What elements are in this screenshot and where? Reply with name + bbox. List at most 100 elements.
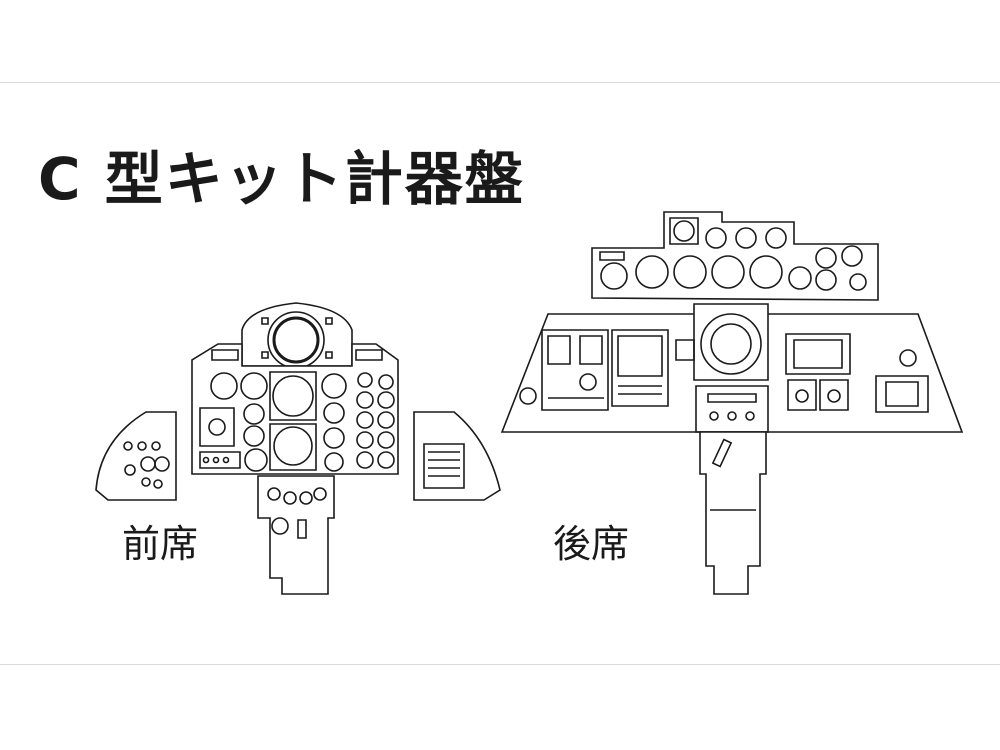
front-gauge-r4 bbox=[378, 392, 394, 408]
rear-lower-knob-3 bbox=[746, 412, 754, 420]
rear-top-gauge-2 bbox=[706, 228, 726, 248]
rear-left-display bbox=[548, 336, 570, 364]
rear-mid-gauge-6 bbox=[789, 267, 811, 289]
front-main-panel bbox=[192, 344, 398, 474]
rear-scope-housing bbox=[694, 304, 768, 380]
rear-lower-knob-1 bbox=[710, 412, 718, 420]
rear-center-left-module bbox=[612, 330, 668, 406]
rear-mid-gauge-2 bbox=[636, 256, 668, 288]
rear-top-strip bbox=[592, 212, 878, 300]
rear-far-right-inner bbox=[886, 382, 918, 406]
front-left-knob-3 bbox=[152, 442, 160, 450]
rear-mid-gauge-7 bbox=[816, 248, 836, 268]
rear-left-knob bbox=[520, 388, 536, 404]
rear-seat-label: 後席 bbox=[553, 522, 630, 566]
front-left-knob-6 bbox=[154, 480, 162, 488]
front-hsi-gauge bbox=[274, 427, 312, 465]
front-pedestal-knob-5 bbox=[272, 518, 288, 534]
rear-pedestal-lever bbox=[713, 440, 731, 467]
rear-top-gauge-3 bbox=[736, 228, 756, 248]
rear-mid-gauge-9 bbox=[842, 246, 862, 266]
rear-right-lower-module-2 bbox=[820, 380, 848, 410]
front-hud-screw-left bbox=[262, 318, 268, 324]
front-hud-screw-bl bbox=[262, 352, 268, 358]
front-gauge-c2 bbox=[324, 403, 344, 423]
rear-top-gauge-1 bbox=[674, 221, 694, 241]
rear-left-display-2 bbox=[580, 336, 602, 364]
rear-right-module bbox=[786, 334, 850, 374]
front-adi-frame bbox=[270, 372, 316, 420]
front-gauge-r2 bbox=[379, 375, 393, 389]
rear-scope-inner bbox=[711, 324, 751, 364]
front-gauge-l4 bbox=[244, 426, 264, 446]
front-small-knob-2 bbox=[214, 458, 219, 463]
front-pedestal-knob-2 bbox=[284, 492, 296, 504]
rear-scope-outer bbox=[701, 314, 761, 374]
rear-right-knob bbox=[900, 350, 916, 366]
front-gauge-r1 bbox=[358, 373, 372, 387]
front-gauge-r9 bbox=[357, 452, 373, 468]
rear-far-right-module bbox=[876, 376, 928, 412]
front-pedestal-lever bbox=[298, 520, 306, 538]
rear-warning-strip bbox=[600, 252, 624, 260]
rear-scope-side-block bbox=[676, 340, 694, 360]
front-seat-label: 前席 bbox=[122, 522, 199, 566]
front-adi-gauge bbox=[273, 376, 313, 416]
rear-lower-knob-2 bbox=[728, 412, 736, 420]
front-right-console bbox=[414, 412, 500, 500]
front-gauge-r10 bbox=[378, 452, 394, 468]
front-gauge-c4 bbox=[325, 453, 343, 471]
rear-lower-center-slot bbox=[708, 394, 756, 402]
front-lower-switch-row bbox=[200, 452, 240, 468]
front-pedestal-knob-3 bbox=[300, 492, 312, 504]
rear-mid-gauge-10 bbox=[850, 274, 866, 290]
rear-mid-gauge-1 bbox=[601, 263, 627, 289]
front-gauge-r3 bbox=[357, 392, 373, 408]
front-hud-screw-br bbox=[326, 352, 332, 358]
rear-left-module bbox=[542, 330, 608, 410]
front-hud-screw-right bbox=[326, 318, 332, 324]
front-gauge-l2 bbox=[241, 373, 267, 399]
rear-top-gauge-frame-1 bbox=[670, 218, 698, 244]
front-small-knob-1 bbox=[204, 458, 209, 463]
front-switch-block bbox=[200, 408, 234, 446]
image-frame bbox=[0, 82, 1000, 665]
front-left-knob-4 bbox=[125, 465, 135, 475]
rear-mid-gauge-4 bbox=[712, 256, 744, 288]
front-indicator-strip-right bbox=[356, 350, 382, 360]
rear-top-gauge-4 bbox=[766, 228, 786, 248]
front-hsi-frame bbox=[270, 424, 316, 470]
front-gauge-l1 bbox=[211, 373, 237, 399]
rear-center-left-screen bbox=[618, 336, 662, 376]
front-gauge-l5 bbox=[245, 449, 267, 471]
front-switch-knob bbox=[209, 419, 225, 435]
front-gauge-r7 bbox=[357, 432, 373, 448]
front-left-knob-2 bbox=[138, 442, 146, 450]
front-left-gauge-2 bbox=[155, 457, 169, 471]
rear-right-module-screen bbox=[794, 340, 842, 368]
front-pedestal bbox=[258, 476, 334, 594]
front-gauge-c3 bbox=[324, 428, 344, 448]
front-gauge-c1 bbox=[322, 374, 346, 398]
front-small-knob-3 bbox=[224, 458, 229, 463]
front-gauge-r5 bbox=[357, 412, 373, 428]
rear-mid-gauge-5 bbox=[750, 256, 782, 288]
front-gauge-l3 bbox=[244, 404, 264, 424]
front-gauge-r6 bbox=[378, 412, 394, 428]
rear-right-lower-module-1 bbox=[788, 380, 816, 410]
front-left-knob-5 bbox=[142, 478, 150, 486]
front-hud-gauge bbox=[274, 318, 318, 362]
rear-pedestal bbox=[700, 432, 766, 594]
rear-mid-gauge-8 bbox=[816, 270, 836, 290]
front-left-knob-1 bbox=[124, 442, 132, 450]
page-title: C 型キット計器盤 bbox=[38, 145, 525, 213]
front-right-vent-block bbox=[424, 444, 464, 488]
rear-mid-gauge-3 bbox=[674, 256, 706, 288]
front-left-console bbox=[96, 412, 176, 500]
front-indicator-strip bbox=[212, 350, 238, 360]
front-pedestal-knob-1 bbox=[268, 488, 280, 500]
front-pedestal-knob-4 bbox=[314, 488, 326, 500]
front-gauge-r8 bbox=[378, 432, 394, 448]
